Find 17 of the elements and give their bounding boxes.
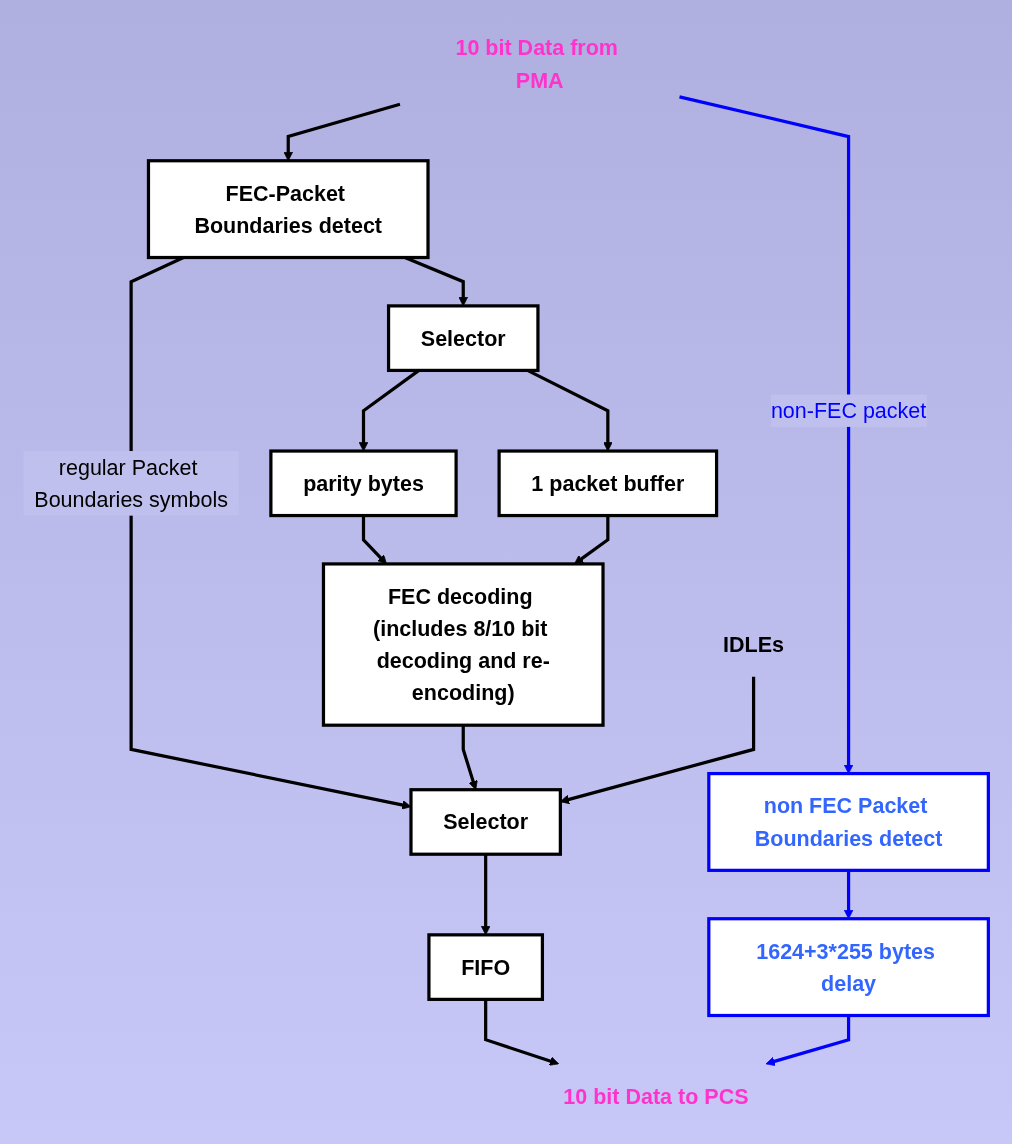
node-box: FIFO [427,933,545,1001]
arrow [679,95,854,774]
node-text: 10 bit Data from PMA [455,36,619,92]
node-text: IDLEs [723,632,785,657]
node-text: 10 bit Data to PCS [563,1084,749,1108]
node-box: 1 packet buffer [497,449,719,518]
node-box: 1624+3*255 bytes delay [707,917,990,1018]
edge-label: non-FEC packet [770,398,927,423]
node-box: FEC-Packet Boundaries detect [146,159,430,260]
node-box: parity bytes [269,449,458,518]
arrow [765,1015,851,1066]
arrow [484,999,560,1066]
edge-label: regular Packet Boundaries symbols [34,455,228,512]
node-box: Selector [386,304,540,372]
node-box: FEC decoding (includes 8/10 bit decoding and re-encoding) [321,562,605,727]
node-box: non FEC Packet Boundaries detect [707,771,990,872]
node-box: Selector [409,788,562,856]
